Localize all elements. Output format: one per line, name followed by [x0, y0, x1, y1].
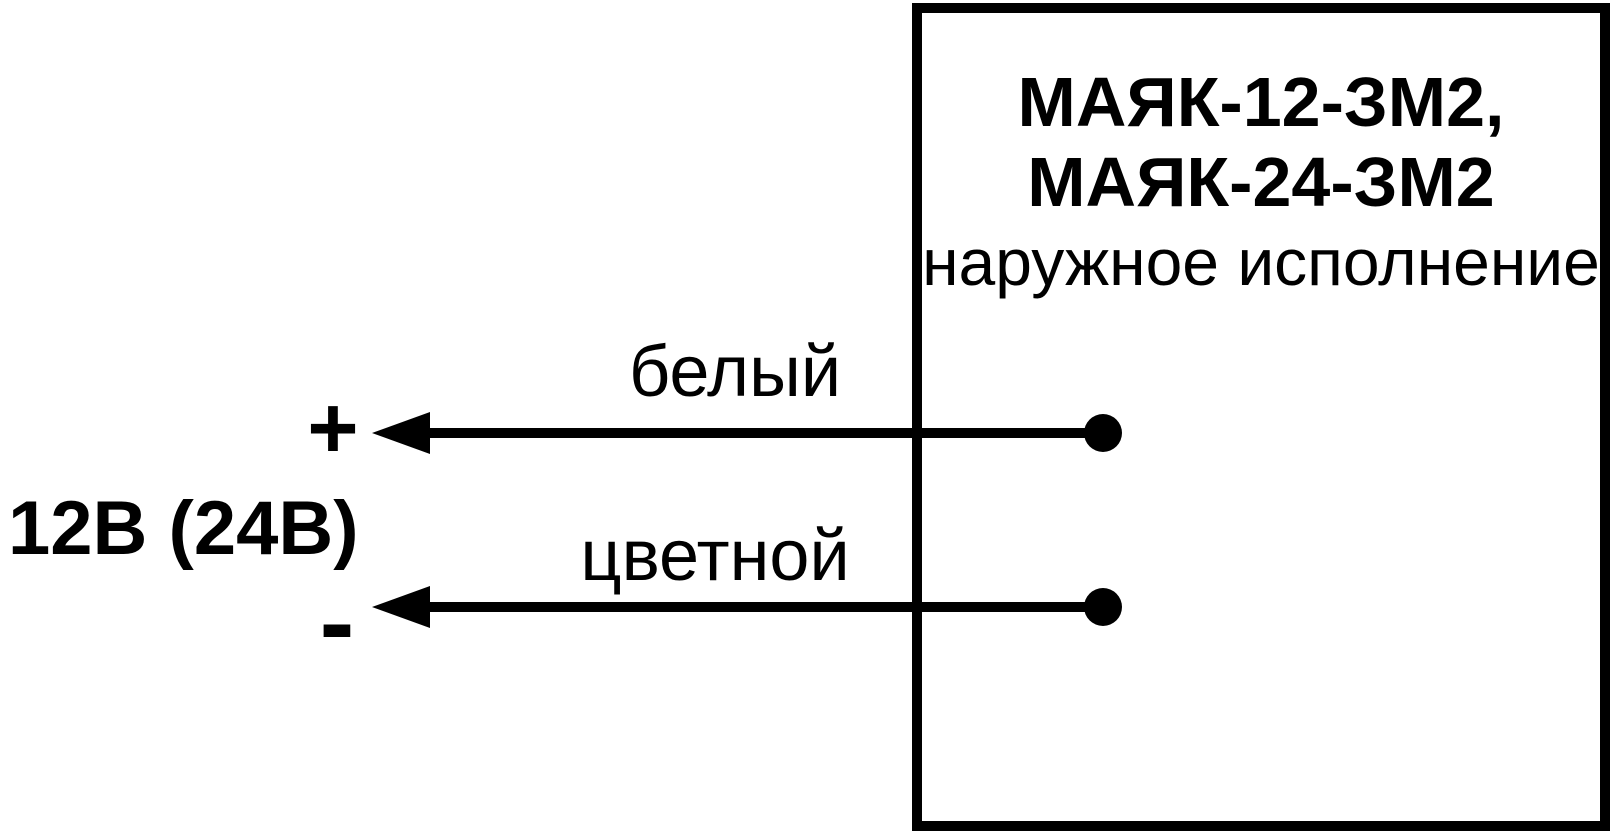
wire-colored-line — [415, 602, 1103, 612]
arrow-left-icon — [372, 412, 430, 454]
minus-polarity-label: - — [319, 564, 355, 681]
device-outline-box — [912, 3, 1610, 831]
terminal-dot-icon — [1084, 414, 1122, 452]
device-title: МАЯК-12-ЗМ2, МАЯК-24-ЗМ2 наружное исполн… — [912, 62, 1610, 302]
device-model-line1: МАЯК-12-ЗМ2, — [1017, 63, 1505, 141]
wire-white-line — [415, 428, 1103, 438]
device-variant-label: наружное исполнение — [922, 225, 1600, 299]
terminal-dot-icon — [1084, 588, 1122, 626]
plus-polarity-label: + — [307, 378, 359, 477]
device-model-line2: МАЯК-24-ЗМ2 — [1027, 143, 1495, 221]
wire-label-colored: цветной — [580, 516, 850, 596]
wire-label-white: белый — [628, 332, 842, 412]
supply-voltage-label: 12В (24В) — [8, 486, 359, 571]
arrow-left-icon — [372, 586, 430, 628]
